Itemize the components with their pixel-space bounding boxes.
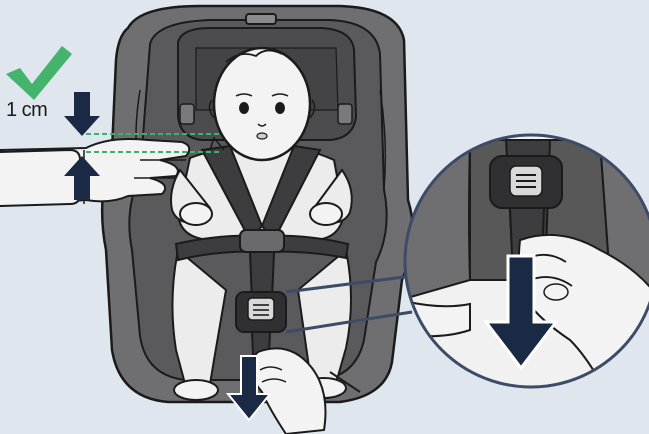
measurement-label: 1 cm xyxy=(6,99,47,122)
checkmark-icon xyxy=(6,46,72,100)
arrow-down-icon xyxy=(64,92,100,136)
zoom-detail xyxy=(400,130,649,400)
